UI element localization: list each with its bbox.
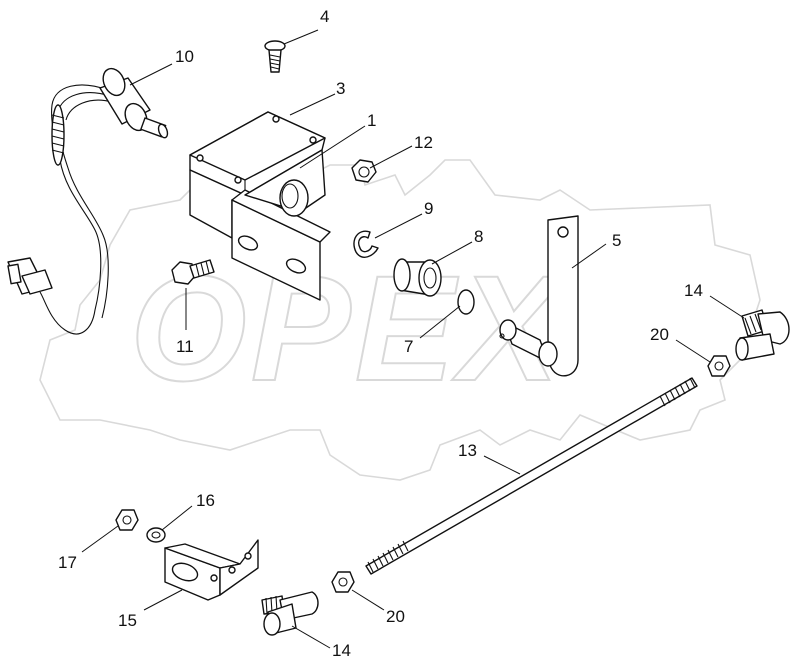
leader-lines: [81, 29, 745, 649]
part-12-nut: [351, 159, 377, 183]
watermark-gear: [39, 159, 761, 481]
callout-20-lower: 20: [386, 607, 405, 626]
callout-9: 9: [424, 199, 433, 218]
callout-17: 17: [58, 553, 77, 572]
part-13-rod: [365, 377, 698, 575]
part-20-nut-upper: [707, 355, 731, 377]
part-10-switch-harness: [7, 67, 169, 335]
part-20-nut-lower: [331, 571, 355, 593]
callout-13: 13: [458, 441, 477, 460]
callout-10: 10: [175, 47, 194, 66]
callout-5: 5: [612, 231, 621, 250]
callout-16: 16: [196, 491, 215, 510]
callout-3: 3: [336, 79, 345, 98]
part-11-bolt: [171, 259, 215, 285]
callout-14-lower: 14: [332, 641, 351, 660]
part-15-bracket: [164, 539, 259, 601]
callouts: 10 4 3 1 12 9 8 5 7 11 14 20 13 16 17 15…: [58, 7, 703, 660]
callout-4: 4: [320, 7, 329, 26]
callout-11: 11: [176, 337, 194, 356]
part-4-screw: [264, 40, 286, 73]
part-16-washer: [146, 527, 166, 543]
callout-1: 1: [367, 111, 376, 130]
callout-20-upper: 20: [650, 325, 669, 344]
callout-14-upper: 14: [684, 281, 703, 300]
part-14-ball-joint-upper: [735, 309, 790, 361]
callout-7: 7: [404, 337, 413, 356]
part-1-bracket: [189, 149, 331, 301]
watermark-text: OPEX: [130, 244, 567, 412]
opex-watermark: OPEX: [39, 159, 761, 481]
callout-8: 8: [474, 227, 483, 246]
part-9-clip: [353, 230, 379, 258]
part-7-washer: [457, 289, 475, 315]
part-8-bushing: [393, 258, 442, 297]
part-5-lever: [499, 215, 579, 377]
part-14-ball-joint-lower: [261, 591, 319, 636]
callout-12: 12: [414, 133, 433, 152]
part-17-nut: [115, 509, 139, 531]
callout-15: 15: [118, 611, 137, 630]
